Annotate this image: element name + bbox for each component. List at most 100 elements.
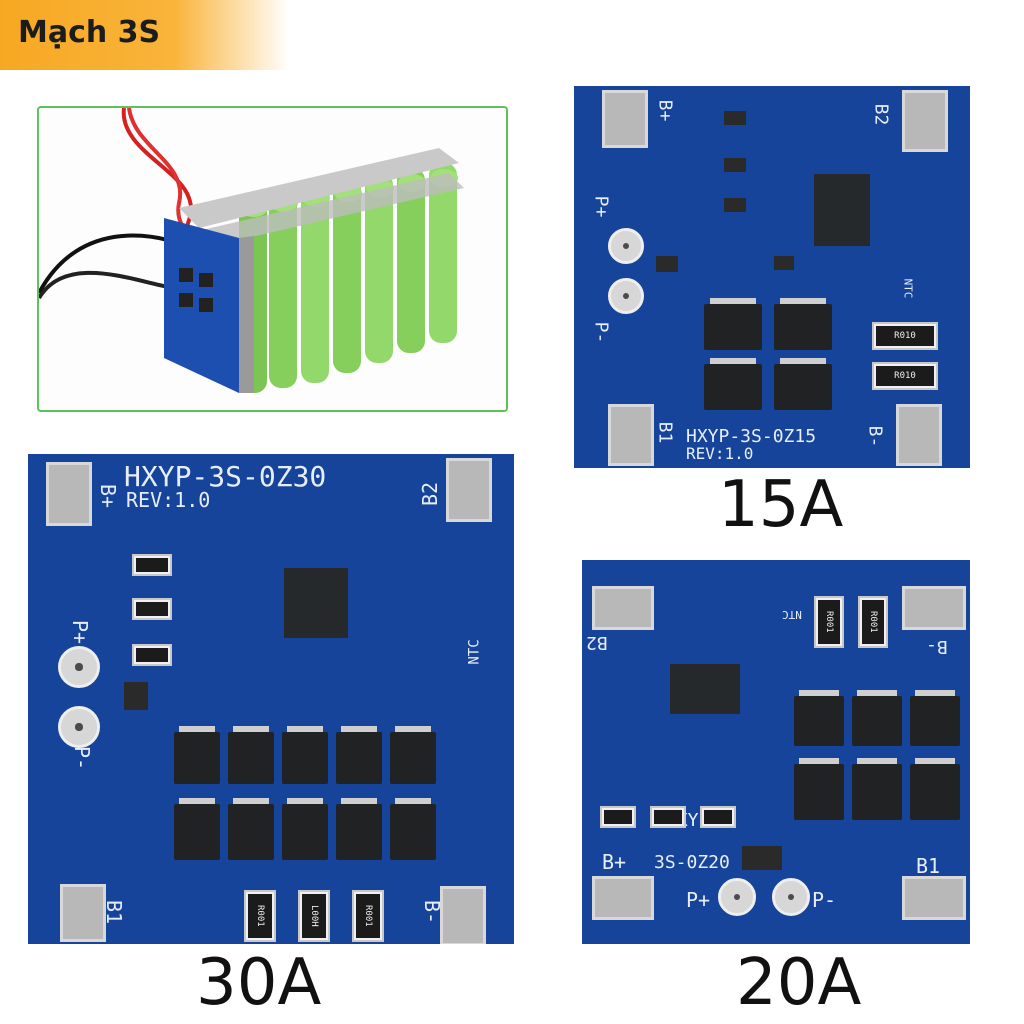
terminal-p-minus xyxy=(772,878,810,916)
board-model-line2: 3S-0Z20 xyxy=(654,852,730,873)
pad-b-minus xyxy=(440,886,486,944)
mosfet xyxy=(228,726,274,784)
pad-b-minus xyxy=(896,404,942,466)
shunt-resistor-label: R001 xyxy=(248,894,272,938)
shunt-resistor-label: R010 xyxy=(876,326,934,346)
resistor xyxy=(132,598,172,620)
protection-ic xyxy=(284,568,348,638)
mosfet xyxy=(910,758,960,820)
label-ntc: NTC xyxy=(466,639,483,665)
mosfet xyxy=(282,726,328,784)
mosfet xyxy=(774,358,832,410)
mosfet xyxy=(794,690,844,746)
label-b2: B2 xyxy=(586,632,608,653)
pad-b-plus xyxy=(602,90,648,148)
resistor xyxy=(132,554,172,576)
shunt-resistor: R010 xyxy=(872,362,938,390)
pad-b1 xyxy=(608,404,654,466)
resistor-body xyxy=(136,602,168,616)
resistor xyxy=(132,644,172,666)
mosfet xyxy=(910,690,960,746)
component xyxy=(124,682,148,710)
bms-board-20a: B2 B- B+ B1 P+ P- NTC HXYP 3S-0Z20 R001 … xyxy=(582,560,970,944)
board-revision: REV:1.0 xyxy=(686,444,754,463)
shunt-resistor-label: R001 xyxy=(862,600,884,644)
title-banner: Mạch 3S xyxy=(0,0,290,70)
label-p-plus: P+ xyxy=(68,619,93,645)
component xyxy=(724,111,746,125)
terminal-p-plus xyxy=(58,646,100,688)
label-b1: B1 xyxy=(102,899,127,925)
terminal-p-plus xyxy=(608,228,644,264)
component xyxy=(724,158,746,172)
resistor-body xyxy=(136,558,168,572)
label-b-minus: B- xyxy=(864,425,886,448)
terminal-p-plus xyxy=(718,878,756,916)
pad-b-minus xyxy=(902,586,966,630)
battery-pack-photo xyxy=(37,106,508,412)
resistor xyxy=(700,806,736,828)
mosfet xyxy=(228,798,274,860)
pad-b-plus xyxy=(592,876,654,920)
label-b-minus: B- xyxy=(926,636,948,657)
mosfet xyxy=(794,758,844,820)
component xyxy=(774,256,794,270)
mosfet xyxy=(852,758,902,820)
mosfet xyxy=(390,726,436,784)
mosfet xyxy=(174,798,220,860)
label-p-plus: P+ xyxy=(590,195,612,218)
component xyxy=(656,256,678,272)
resistor-body xyxy=(136,648,168,662)
pad-b-plus xyxy=(46,462,92,526)
label-ntc: NTC xyxy=(782,608,802,621)
resistor-body xyxy=(654,810,682,824)
terminal-p-minus xyxy=(608,278,644,314)
shunt-resistor-label: L00H xyxy=(302,894,326,938)
label-p-minus: P- xyxy=(812,888,837,912)
label-b1: B1 xyxy=(654,421,676,444)
label-b-plus: B+ xyxy=(654,99,676,122)
mosfet xyxy=(704,358,762,410)
shunt-resistor: L00H xyxy=(298,890,330,942)
mosfet xyxy=(336,798,382,860)
pad-b1 xyxy=(902,876,966,920)
label-p-minus: P- xyxy=(70,745,95,771)
board-revision: REV:1.0 xyxy=(126,488,211,512)
mosfet xyxy=(174,726,220,784)
caption-20a: 20A xyxy=(736,946,862,1020)
shunt-resistor: R010 xyxy=(872,322,938,350)
protection-ic xyxy=(670,664,740,714)
resistor-body xyxy=(604,810,632,824)
banner-title: Mạch 3S xyxy=(18,15,161,50)
component xyxy=(724,198,746,212)
caption-15a: 15A xyxy=(718,468,844,542)
mosfet xyxy=(704,298,762,350)
label-b-minus: B- xyxy=(420,899,445,925)
shunt-resistor: R001 xyxy=(352,890,384,942)
bms-board-30a: HXYP-3S-0Z30 REV:1.0 B+ B2 P+ P- B1 B- N… xyxy=(28,454,514,944)
caption-30a: 30A xyxy=(196,946,322,1020)
resistor-body xyxy=(704,810,732,824)
resistor xyxy=(600,806,636,828)
bms-board-15a: B+ B2 P+ P- B1 B- NTC R010 R010 HXYP-3S-… xyxy=(574,86,970,468)
battery-pack-illustration xyxy=(39,108,464,393)
shunt-resistor: R001 xyxy=(244,890,276,942)
pad-b2 xyxy=(592,586,654,630)
mosfet xyxy=(282,798,328,860)
terminal-p-minus xyxy=(58,706,100,748)
pad-b2 xyxy=(902,90,948,152)
resistor xyxy=(650,806,686,828)
pad-b1 xyxy=(60,884,106,942)
label-p-plus: P+ xyxy=(686,888,711,912)
label-b-plus: B+ xyxy=(602,850,627,874)
board-model: HXYP-3S-0Z30 xyxy=(124,460,327,493)
label-b2: B2 xyxy=(870,103,892,126)
protection-ic xyxy=(814,174,870,246)
board-model: HXYP-3S-0Z15 xyxy=(686,426,817,447)
label-p-minus: P- xyxy=(590,321,612,344)
label-b-plus: B+ xyxy=(96,483,121,509)
pad-b2 xyxy=(446,458,492,522)
shunt-resistor-label: R001 xyxy=(356,894,380,938)
mosfet xyxy=(774,298,832,350)
component xyxy=(742,846,782,870)
